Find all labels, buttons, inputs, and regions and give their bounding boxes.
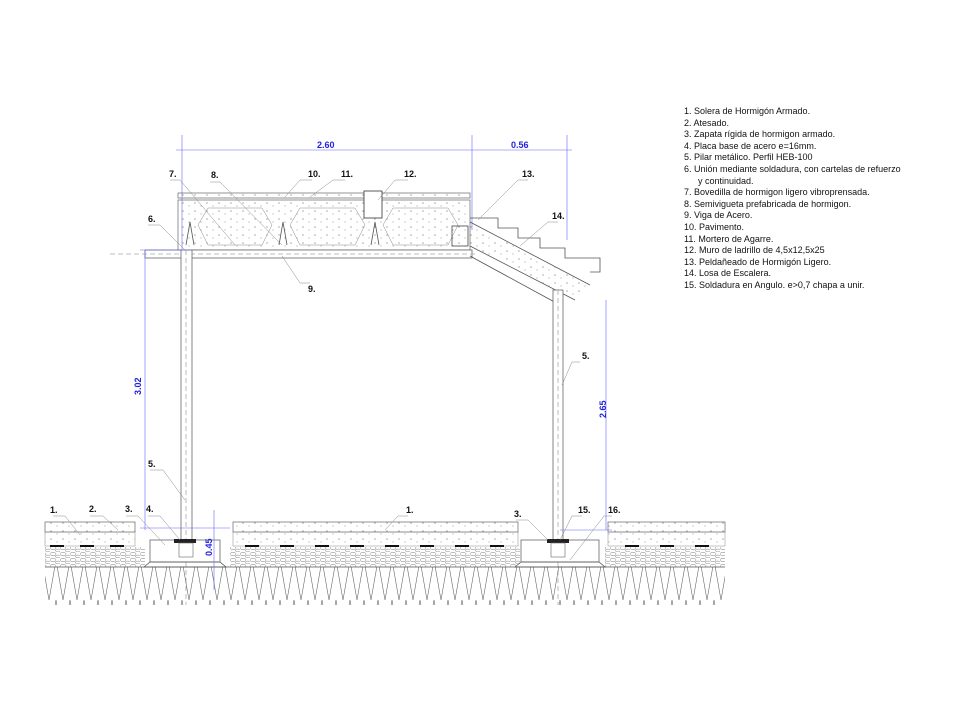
callout-9: 9. [308,284,316,294]
base-plate [547,539,569,543]
callout-8: 8. [211,170,219,180]
callout-7: 7. [169,169,177,179]
legend-item: 11. Mortero de Agarre. [684,233,774,244]
legend-item: 4. Placa base de acero e=16mm. [684,140,817,151]
callout-14: 14. [552,211,565,221]
ground-section [44,521,726,605]
footing-depth-dimension: 0.45 [204,510,215,590]
legend-item: 12. Muro de ladrillo de 4,5x12,5x25 [684,245,825,256]
callout-13: 13. [522,169,535,179]
dim-span-main: 2.60 [317,140,335,150]
stair [469,217,601,306]
legend-item: 7. Bovedilla de hormigon ligero vibropre… [684,187,870,198]
callouts: 1. 2. 3. 4. 5. 5. 6. 7. 8. 9. 10. 11. 12… [50,169,621,519]
callout-1-left: 1. [50,505,58,515]
callout-4: 4. [146,504,154,514]
callout-5-right: 5. [582,351,590,361]
callout-5-left: 5. [148,459,156,469]
legend-item: 14. Losa de Escalera. [684,268,772,279]
legend-item-continuation: y continuidad. [698,175,754,186]
legend-item: 5. Pilar metálico. Perfil HEB-100 [684,152,813,163]
callout-3-right: 3. [514,509,522,519]
left-footing [142,539,228,568]
legend-item: 1. Solera de Hormigón Armado. [684,106,811,116]
legend-item: 10. Pavimento. [684,221,745,232]
vertical-dimensions: 3.02 2.65 [133,249,612,531]
right-footing [513,539,607,568]
callout-15: 15. [578,505,591,515]
callout-12: 12. [404,169,417,179]
callout-3-left: 3. [125,504,133,514]
callout-1-mid: 1. [406,505,414,515]
roof-slab [110,190,475,259]
legend-item: 13. Peldañeado de Hormigón Ligero. [684,256,832,267]
callout-10: 10. [308,169,321,179]
legend-item: 15. Soldadura en Angulo. e>0,7 chapa a u… [684,279,865,290]
callout-6: 6. [148,214,156,224]
dim-footing-depth: 0.45 [204,538,214,556]
callout-2: 2. [89,504,97,514]
base-plate [174,539,196,543]
legend-item: 2. Atesado. [684,117,730,128]
callout-11: 11. [341,169,353,179]
dim-height-left: 3.02 [133,377,143,395]
dim-span-stair: 0.56 [511,140,529,150]
legend-item: 9. Viga de Acero. [684,210,753,221]
legend-item: 3. Zapata rígida de hormigon armado. [684,129,836,140]
leader-lines [53,179,612,561]
callout-16: 16. [608,505,621,515]
dim-height-right: 2.65 [598,400,608,418]
legend-item: 6. Unión mediante soldadura, con cartela… [684,163,901,174]
legend: 1. Solera de Hormigón Armado. 2. Atesado… [684,106,901,292]
brick-wall [363,190,383,219]
legend-item: 8. Semivigueta prefabricada de hormigon. [684,198,852,209]
